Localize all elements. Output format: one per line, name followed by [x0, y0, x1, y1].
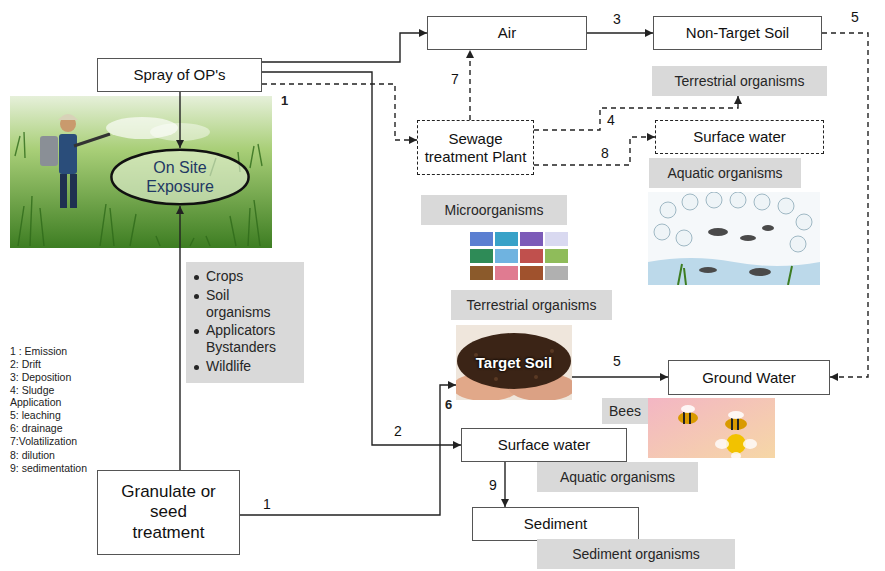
node-text: Aquatic organisms [560, 469, 675, 486]
node-text: Sediment organisms [572, 546, 700, 563]
organism-label: Sediment organisms [537, 539, 735, 569]
flow-arrow [534, 137, 655, 165]
node-text: Surface water [498, 436, 591, 454]
edge-number: 9 [488, 478, 498, 492]
process-box: Sewage treatment Plant [417, 120, 534, 175]
node-text: Soil organisms [206, 287, 296, 321]
bullet-row: Applicators Bystanders [194, 322, 296, 356]
node-text: Terrestrial organisms [675, 73, 805, 90]
process-box: Non-Target Soil [653, 16, 822, 50]
process-box: Sediment [472, 507, 639, 541]
callout-number: 1 [280, 94, 289, 107]
bullet-row: Soil organisms [194, 287, 296, 321]
organism-label: Bees [602, 398, 648, 424]
organism-label: Microorganisms [421, 195, 567, 225]
key-entry: 1 : Emission [10, 345, 98, 357]
node-text: Spray of OP's [133, 66, 225, 84]
flow-arrow [179, 206, 180, 470]
ellipse-outline [110, 148, 250, 206]
edge-number: 3 [612, 12, 622, 26]
aquatic-organisms-picture [648, 192, 820, 285]
organism-label: Aquatic organisms [537, 462, 698, 492]
flow-arrow [504, 462, 505, 507]
process-box: Surface water [655, 120, 824, 154]
edge-number: 5 [850, 10, 860, 24]
flow-arrow [240, 385, 456, 515]
bullet-row: Wildlife [194, 358, 296, 375]
organism-label: Aquatic organisms [649, 158, 801, 188]
node-text: Sediment [524, 515, 587, 533]
bullet-dot [194, 294, 199, 299]
key-entry: 3: Deposition [10, 371, 98, 383]
key-entry: 6: drainage [10, 422, 98, 434]
key-entry: 2: Drift [10, 358, 98, 370]
organism-label: Terrestrial organisms [451, 290, 612, 320]
organism-label: Terrestrial organisms [652, 66, 827, 96]
bullet-list: CropsSoil organismsApplicators Bystander… [186, 262, 304, 383]
flow-arrow [822, 33, 868, 377]
edge-number: 4 [606, 113, 616, 127]
node-text: Granulate or seed treatment [112, 482, 225, 543]
bees-picture [648, 398, 775, 458]
node-text: Air [498, 24, 516, 42]
edge-number: 2 [393, 424, 403, 438]
process-box: Granulate or seed treatment [97, 470, 240, 555]
node-text: Ground Water [702, 369, 796, 387]
key-entry: 9: sedimentation [10, 462, 98, 474]
process-box: Air [427, 16, 587, 50]
flow-arrow [262, 33, 427, 62]
node-text: On Site Exposure [134, 158, 226, 196]
flow-arrow [469, 50, 470, 120]
node-text: Non-Target Soil [686, 24, 789, 42]
key-entry: 4: Sludge Application [10, 384, 98, 408]
node-text: Target Soil [476, 354, 552, 372]
bullet-row: Crops [194, 268, 296, 285]
key-entry: 8: dilution [10, 449, 98, 461]
exposure-ellipse: On Site Exposure [110, 148, 250, 206]
flow-arrow [587, 32, 653, 33]
node-text: Wildlife [206, 358, 251, 375]
node-text: Aquatic organisms [667, 165, 782, 182]
node-text: Surface water [693, 128, 786, 146]
edge-number: 5 [612, 354, 622, 368]
node-text: Microorganisms [445, 202, 544, 219]
flow-arrow [179, 92, 180, 148]
flow-arrow [262, 84, 417, 140]
bullet-dot [194, 275, 199, 280]
node-text: Bees [609, 403, 641, 420]
microorganism-images [470, 232, 570, 282]
node-text: Crops [206, 268, 243, 285]
key-entry: 7:Volatilization [10, 435, 98, 447]
process-box: Surface water [461, 428, 627, 462]
key-entry: 5: leaching [10, 409, 98, 421]
soil-label: Target Soil [456, 325, 572, 400]
edge-number: 7 [450, 72, 460, 86]
flow-arrow [572, 376, 668, 377]
edge-number: 1 [262, 497, 272, 511]
node-text: Terrestrial organisms [467, 297, 597, 314]
callout-number: 6 [444, 398, 453, 411]
ellipse-shape [111, 150, 248, 205]
node-text: Applicators Bystanders [206, 322, 296, 356]
process-box: Ground Water [668, 360, 830, 395]
edge-number: 8 [600, 146, 610, 160]
node-text: Sewage treatment Plant [424, 130, 527, 166]
bullet-dot [194, 365, 199, 370]
bullet-dot [194, 329, 199, 334]
process-box: Spray of OP's [97, 58, 262, 92]
